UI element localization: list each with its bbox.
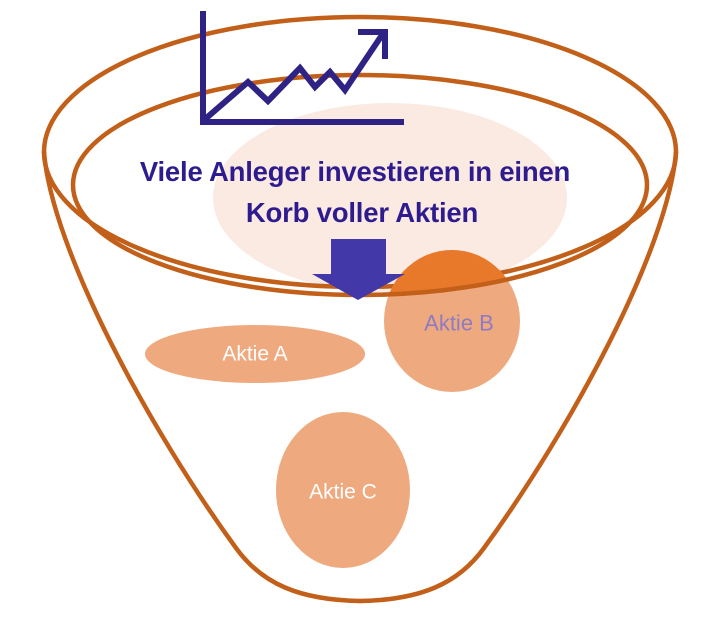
funnel-cone bbox=[41, 149, 679, 604]
title-line-1: Viele Anleger investieren in einen bbox=[140, 156, 570, 187]
title-line-2: Korb voller Aktien bbox=[246, 197, 478, 228]
bubble-aktie-c-shape bbox=[276, 412, 410, 568]
bubble-aktie-b-label: Aktie B bbox=[424, 311, 494, 336]
bubble-aktie-a-shape bbox=[145, 325, 365, 383]
bubble-aktie-a[interactable]: Aktie A bbox=[145, 325, 365, 383]
down-arrow bbox=[312, 239, 405, 300]
chart-arrow-head bbox=[358, 29, 388, 59]
rising-chart-icon bbox=[199, 11, 404, 125]
bubble-aktie-c[interactable]: Aktie C bbox=[276, 412, 410, 568]
chart-trend-line bbox=[199, 30, 387, 125]
bubble-aktie-b[interactable]: Aktie B bbox=[384, 250, 520, 392]
highlight-blob bbox=[213, 103, 567, 293]
bubble-aktie-c-label: Aktie C bbox=[309, 481, 377, 504]
page-title: Viele Anleger investieren in einen Korb … bbox=[140, 156, 571, 228]
bubble-aktie-a-label: Aktie A bbox=[222, 343, 287, 366]
